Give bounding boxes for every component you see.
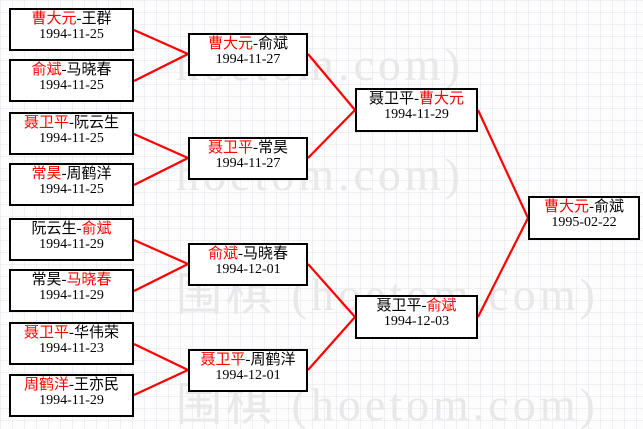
player-loser: 阮云生 — [74, 115, 120, 131]
match-box[interactable]: 俞斌-马晓春 1994-11-25 — [9, 59, 134, 102]
player-winner: 聂卫平 — [23, 115, 69, 131]
vs-separator: - — [414, 91, 419, 107]
match-date: 1994-11-25 — [39, 26, 104, 42]
match-players: 聂卫平-常昊 — [190, 140, 306, 157]
player-winner: 马晓春 — [66, 272, 112, 288]
match-date: 1994-11-23 — [39, 340, 104, 356]
player-loser: 俞斌 — [258, 36, 289, 52]
match-box[interactable]: 曹大元-俞斌 1994-11-27 — [188, 33, 308, 76]
player-winner: 曹大元 — [543, 199, 589, 215]
player-loser: 王亦民 — [74, 377, 120, 393]
match-box[interactable]: 俞斌-马晓春 1994-12-01 — [188, 243, 308, 286]
vs-separator: - — [69, 115, 74, 131]
match-players: 曹大元-俞斌 — [530, 199, 638, 216]
match-players: 曹大元-俞斌 — [190, 36, 306, 53]
match-box[interactable]: 常昊-周鹤洋 1994-11-25 — [9, 163, 134, 206]
player-winner: 俞斌 — [426, 298, 457, 314]
match-players: 俞斌-马晓春 — [11, 62, 132, 79]
player-winner: 聂卫平 — [23, 325, 69, 341]
player-loser: 阮云生 — [31, 221, 77, 237]
match-date: 1994-11-25 — [39, 77, 104, 93]
vs-separator: - — [76, 221, 82, 237]
vs-separator: - — [76, 11, 82, 27]
match-box[interactable]: 聂卫平-阮云生 1994-11-25 — [9, 112, 134, 155]
player-winner: 俞斌 — [31, 62, 62, 78]
match-players: 聂卫平-阮云生 — [11, 115, 132, 132]
match-players: 聂卫平-俞斌 — [357, 298, 476, 315]
player-loser: 俞斌 — [594, 199, 625, 215]
match-date: 1994-11-25 — [39, 130, 104, 146]
match-date: 1995-02-22 — [551, 214, 617, 230]
match-players: 常昊-马晓春 — [11, 272, 132, 289]
player-loser: 聂卫平 — [376, 298, 422, 314]
vs-separator: - — [253, 140, 258, 156]
player-winner: 俞斌 — [207, 246, 238, 262]
match-date: 1994-12-01 — [215, 367, 281, 383]
match-box[interactable]: 曹大元-王群 1994-11-25 — [9, 8, 134, 51]
match-players: 聂卫平-华伟荣 — [11, 325, 132, 342]
vs-separator: - — [589, 199, 594, 215]
match-date: 1994-11-29 — [39, 236, 104, 252]
vs-separator: - — [421, 298, 427, 314]
match-box[interactable]: 常昊-马晓春 1994-11-29 — [9, 269, 134, 312]
player-winner: 曹大元 — [419, 91, 465, 107]
match-date: 1994-12-03 — [383, 313, 450, 329]
match-players: 周鹤洋-王亦民 — [11, 377, 132, 394]
match-box[interactable]: 周鹤洋-王亦民 1994-11-29 — [9, 374, 134, 417]
match-date: 1994-11-27 — [215, 51, 281, 67]
player-winner: 曹大元 — [207, 36, 253, 52]
vs-separator: - — [238, 246, 243, 262]
player-loser: 马晓春 — [66, 62, 112, 78]
player-loser: 华伟荣 — [74, 325, 120, 341]
player-winner: 俞斌 — [81, 221, 112, 237]
match-box[interactable]: 聂卫平-曹大元 1994-11-29 — [355, 88, 478, 132]
match-players: 聂卫平-周鹤洋 — [190, 352, 306, 369]
vs-separator: - — [69, 377, 74, 393]
match-players: 俞斌-马晓春 — [190, 246, 306, 263]
player-winner: 曹大元 — [31, 11, 77, 27]
player-winner: 常昊 — [31, 166, 62, 182]
match-players: 常昊-周鹤洋 — [11, 166, 132, 183]
player-loser: 周鹤洋 — [66, 166, 112, 182]
vs-separator: - — [61, 62, 67, 78]
vs-separator: - — [69, 325, 74, 341]
player-loser: 周鹤洋 — [250, 352, 296, 368]
match-box[interactable]: 聂卫平-周鹤洋 1994-12-01 — [188, 349, 308, 392]
match-date: 1994-12-01 — [215, 261, 281, 277]
player-loser: 马晓春 — [243, 246, 289, 262]
player-loser: 王群 — [81, 11, 112, 27]
match-box[interactable]: 聂卫平-华伟荣 1994-11-23 — [9, 322, 134, 365]
match-date: 1994-11-29 — [39, 287, 104, 303]
match-players: 曹大元-王群 — [11, 11, 132, 28]
vs-separator: - — [245, 352, 251, 368]
match-date: 1994-11-25 — [39, 181, 104, 197]
match-box-final[interactable]: 曹大元-俞斌 1995-02-22 — [528, 196, 640, 240]
player-loser: 常昊 — [31, 272, 62, 288]
vs-separator: - — [253, 36, 258, 52]
player-winner: 聂卫平 — [207, 140, 253, 156]
vs-separator: - — [61, 166, 67, 182]
match-box[interactable]: 聂卫平-俞斌 1994-12-03 — [355, 295, 478, 339]
player-winner: 周鹤洋 — [23, 377, 69, 393]
match-players: 聂卫平-曹大元 — [357, 91, 476, 108]
match-players: 阮云生-俞斌 — [11, 221, 132, 238]
match-date: 1994-11-27 — [215, 155, 281, 171]
player-winner: 聂卫平 — [200, 352, 246, 368]
match-date: 1994-11-29 — [384, 106, 449, 122]
player-loser: 聂卫平 — [368, 91, 414, 107]
player-loser: 常昊 — [258, 140, 289, 156]
match-box[interactable]: 阮云生-俞斌 1994-11-29 — [9, 218, 134, 261]
vs-separator: - — [61, 272, 67, 288]
match-date: 1994-11-29 — [39, 392, 104, 408]
match-box[interactable]: 聂卫平-常昊 1994-11-27 — [188, 137, 308, 180]
